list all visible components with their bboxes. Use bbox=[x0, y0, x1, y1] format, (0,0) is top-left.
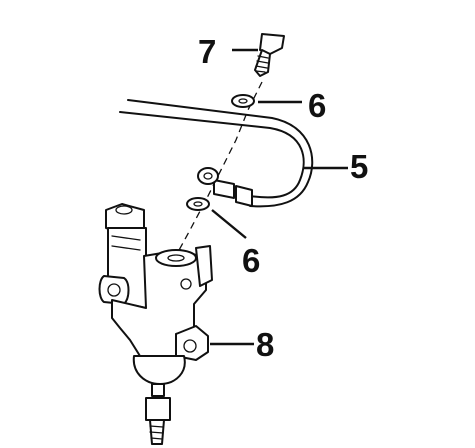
callout-7: 7 bbox=[198, 33, 216, 70]
banjo-bolt-part bbox=[254, 33, 285, 77]
upper-washer-part bbox=[231, 94, 255, 108]
callout-8: 8 bbox=[256, 326, 274, 363]
callout-5: 5 bbox=[350, 148, 368, 185]
callout-6-lower: 6 bbox=[242, 242, 260, 279]
callout-6-upper: 6 bbox=[308, 87, 326, 124]
brake-pipe-part bbox=[119, 99, 314, 208]
leader-6-lower bbox=[211, 209, 247, 239]
valve-body-part bbox=[98, 203, 213, 445]
callout-leaders bbox=[210, 48, 348, 346]
lower-washer-part bbox=[186, 197, 210, 211]
callout-labels: 7 6 5 6 8 bbox=[198, 33, 368, 363]
